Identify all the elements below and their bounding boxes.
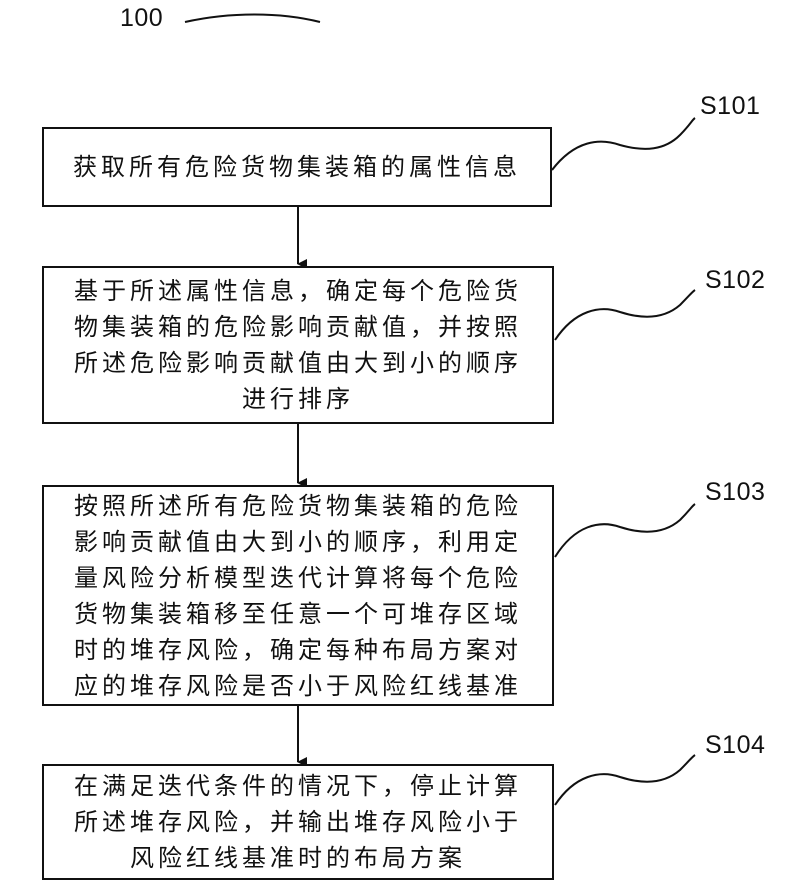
step-id-s102: S102 bbox=[705, 266, 765, 295]
leader-s102 bbox=[555, 290, 695, 340]
step-id-s103: S103 bbox=[705, 478, 765, 507]
ref-leader-line bbox=[185, 15, 320, 23]
step-id-s101: S101 bbox=[700, 92, 760, 121]
step-text-s102: 基于所述属性信息，确定每个危险货 物集装箱的危险影响贡献值，并按照 所述危险影响… bbox=[74, 273, 522, 417]
reference-number: 100 bbox=[120, 4, 163, 33]
step-box-s102: 基于所述属性信息，确定每个危险货 物集装箱的危险影响贡献值，并按照 所述危险影响… bbox=[42, 266, 554, 424]
leader-s103 bbox=[555, 504, 695, 557]
step-box-s104: 在满足迭代条件的情况下，停止计算 所述堆存风险，并输出堆存风险小于 风险红线基准… bbox=[42, 764, 554, 880]
leader-s104 bbox=[555, 755, 695, 805]
step-text-s103: 按照所述所有危险货物集装箱的危险 影响贡献值由大到小的顺序，利用定 量风险分析模… bbox=[74, 488, 522, 704]
step-box-s103: 按照所述所有危险货物集装箱的危险 影响贡献值由大到小的顺序，利用定 量风险分析模… bbox=[42, 485, 554, 706]
step-box-s101: 获取所有危险货物集装箱的属性信息 bbox=[42, 127, 552, 207]
step-id-s104: S104 bbox=[705, 731, 765, 760]
step-text-s104: 在满足迭代条件的情况下，停止计算 所述堆存风险，并输出堆存风险小于 风险红线基准… bbox=[74, 768, 522, 876]
step-text-s101: 获取所有危险货物集装箱的属性信息 bbox=[73, 149, 521, 185]
leader-s101 bbox=[552, 118, 695, 170]
